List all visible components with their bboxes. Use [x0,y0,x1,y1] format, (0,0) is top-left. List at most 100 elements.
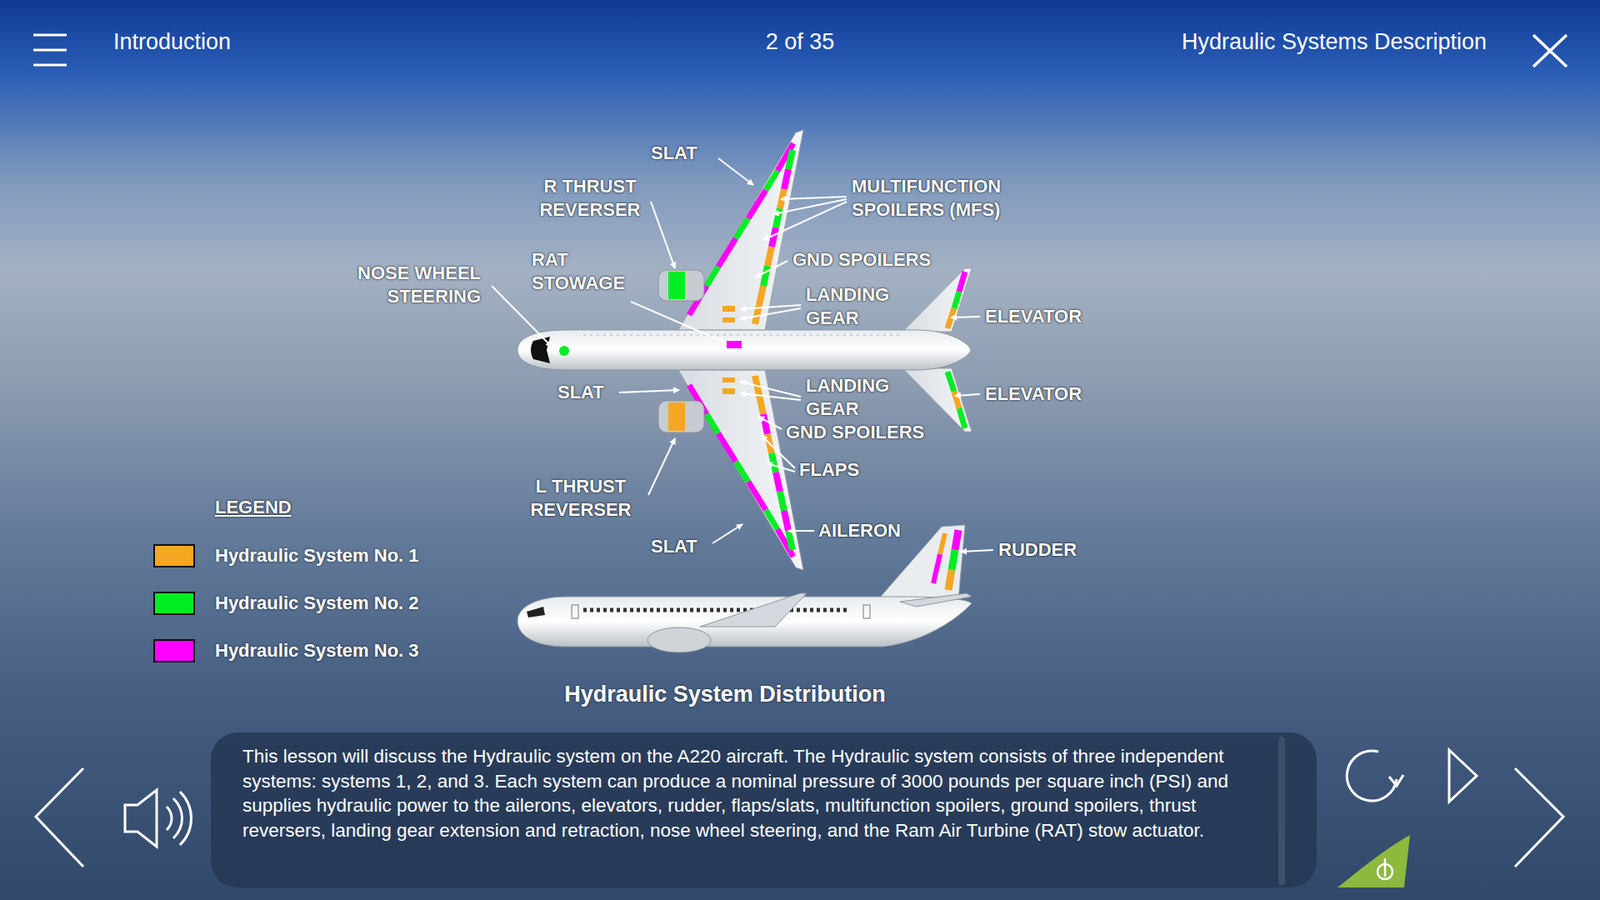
slat-stripes [689,385,794,557]
next-arrow-part [1515,768,1564,867]
slat-stripes-part [735,461,749,482]
trailing-edge-stripes-part [771,227,776,247]
trailing-edge-stripes-part [780,491,785,511]
legend-text: Hydraulic System No. 2 [215,591,420,615]
upper-stabilizer-part [954,291,960,309]
menu-icon-part [33,64,67,67]
callout-label: ELEVATOR [985,382,1119,406]
fuselage-part [722,388,735,395]
legend-row: Hydraulic System No. 1 [153,544,504,570]
play-icon [1449,750,1477,802]
legend-text: Hydraulic System No. 3 [215,639,420,663]
fuselage [517,305,971,395]
close-icon-part [1533,35,1567,67]
description-text: This lesson will discuss the Hydraulic s… [242,744,1270,843]
close-icon [1533,35,1567,67]
brand-logo-part [1384,858,1387,877]
leader-group-part [648,438,675,495]
callout-label: LANDING GEAR [805,374,915,421]
leader-group-part [740,308,801,320]
callout-label: R THRUST REVERSER [531,175,649,222]
fuselage-part [530,336,550,364]
speaker-icon-part [180,791,192,845]
leader-group-part [766,463,795,472]
callout-label: SLAT [650,141,751,165]
leader-group-part [712,524,743,544]
slat-stripes-part [735,218,749,239]
callout-label: L THRUST REVERSER [522,475,640,522]
speaker-icon-part [173,798,183,839]
side-view-aircraft-part [940,533,945,555]
fuselage-part [517,330,971,370]
description-panel: This lesson will discuss the Hydraulic s… [210,732,1317,888]
trailing-edge-stripes [755,150,793,325]
right-engine-part [658,270,705,301]
fuselage-part [722,377,735,383]
lower-stabilizer-part [954,391,960,409]
left-engine [658,400,705,433]
header-text: Introduction [113,28,447,55]
replay-icon-part [1389,775,1404,786]
fuselage-part [559,345,570,356]
side-view-aircraft-part [933,554,940,584]
brand-logo [1337,835,1410,888]
callout-label: LANDING GEAR [805,283,915,330]
side-view-aircraft-part [526,606,545,618]
trailing-edge-stripes-part [784,169,789,190]
slat-stripes-part [777,529,794,557]
slat-stripes-part [748,481,766,510]
leader-group-part [619,390,680,393]
callout-label: ELEVATOR [985,305,1119,329]
fuselage-part [726,340,742,349]
leader-group-part [630,301,725,343]
callout-label: AILERON [818,519,935,543]
trailing-edge-stripes-part [767,246,772,266]
callout-label: NOSE WHEEL STEERING [339,261,481,309]
side-view-aircraft-part [951,550,955,570]
callout-label: MULTIFUNCTION SPOILERS (MFS) [851,175,1044,222]
leader-group-part [788,530,815,532]
back-arrow [35,768,84,867]
lower-stabilizer-part [947,371,955,392]
right-engine [658,270,705,301]
trailing-edge-stripes-part [771,453,776,473]
leader-group-part [763,201,847,240]
slat-stripes-part [765,510,778,530]
legend-swatch [153,591,195,615]
leader-group-part [758,416,782,430]
left-engine-part [658,400,705,433]
slat-stripes-part [718,433,736,462]
side-view-aircraft-part [647,627,711,653]
header-text: Hydraulic Systems Description [1111,28,1487,55]
side-view-aircraft-part [955,530,959,550]
speaker-icon-part [166,806,172,830]
upper-stabilizer [902,268,972,332]
legend-row: Hydraulic System No. 3 [153,639,504,665]
callout-label: SLAT [650,535,718,559]
slat-stripes-part [706,414,719,434]
menu-icon [33,35,67,65]
upper-stabilizer-part [902,268,972,332]
leader-group-part [740,393,801,400]
trailing-edge-stripes-part [759,395,764,415]
side-view-aircraft-part [863,605,870,619]
speaker-icon-part [125,790,157,847]
trailing-edge-stripes [755,375,793,550]
close-icon-part [1533,35,1567,67]
trailing-edge-stripes-part [788,530,793,550]
trailing-edge-stripes-part [788,150,793,170]
brand-logo-part [1337,835,1410,888]
lower-stabilizer-part [959,408,965,429]
callout-label: SLAT [557,380,616,405]
leader-group-part [955,394,980,396]
leader-group-part [755,260,788,278]
trailing-edge-stripes-part [775,472,780,492]
trailing-edge-stripes-part [763,414,768,435]
callout-label: RAT STOWAGE [531,248,640,295]
back-arrow-part [35,768,84,867]
trailing-edge-stripes-part [759,285,764,305]
legend-heading: LEGEND [215,495,332,520]
slat-stripes-part [748,190,766,219]
menu-icon-part [33,49,67,52]
leader-group-part [960,550,994,552]
